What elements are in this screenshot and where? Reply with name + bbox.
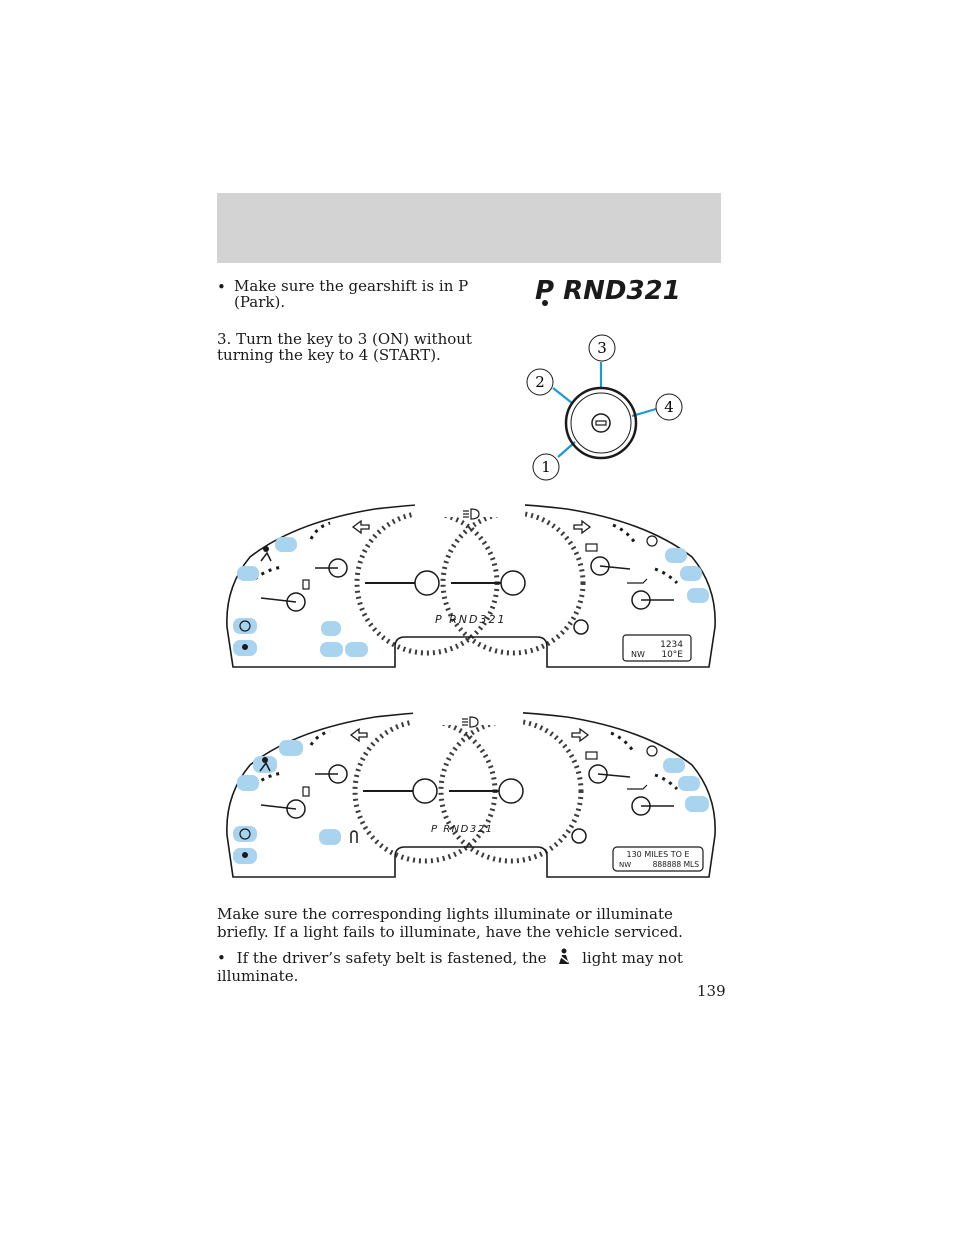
overdrive-off-icon (350, 830, 358, 843)
fuel-pump-icon (302, 786, 310, 797)
key-slot-icon (591, 413, 611, 433)
outside-temp: 10°E (661, 650, 683, 660)
right-turn-arrow-icon (573, 519, 592, 535)
gear-indicator-text: P RND321 (535, 276, 681, 306)
right-turn-arrow-icon (571, 727, 590, 743)
compass-direction: NW (631, 650, 645, 659)
indicator-light (680, 566, 702, 581)
indicator-light (663, 758, 685, 773)
battery-gauge (588, 731, 635, 784)
indicator-light (279, 740, 303, 756)
indicator-light (321, 621, 341, 636)
ignition-position-3: 3 (597, 339, 607, 357)
indicator-light (233, 618, 257, 634)
odometer-readout: 1234 (660, 640, 683, 650)
ignition-position-2: 2 (535, 373, 545, 391)
bullet-symbol: • (217, 278, 226, 296)
instruction-paragraph: Make sure the corresponding lights illum… (217, 905, 683, 941)
left-turn-arrow-icon (351, 519, 370, 535)
headlight-icon (462, 716, 479, 728)
indicator-light (345, 642, 368, 657)
indicator-light (233, 826, 257, 842)
message-center-display (612, 846, 704, 872)
seatbelt-icon (262, 757, 268, 763)
indicator-light (665, 548, 687, 563)
prnd-display: P RND321 (431, 824, 493, 835)
speed-control-icon (646, 535, 658, 547)
battery-icon (585, 543, 598, 552)
seatbelt-note-before: If the driver’s safety belt is fastened,… (236, 949, 547, 967)
step3-line1: 3. Turn the key to 3 (ON) without (217, 330, 472, 348)
indicator-light (237, 775, 259, 791)
indicator-light (237, 566, 259, 581)
ignition-inner-ring (570, 392, 632, 454)
gearshift-line1: Make sure the gearshift is in P (234, 277, 469, 295)
brake-warning-icon (239, 828, 251, 840)
seatbelt-icon (559, 948, 570, 964)
check-gauge-icon (571, 828, 587, 844)
gear-selected-dot (542, 300, 548, 306)
ignition-diagram: 1 2 3 4 (526, 334, 683, 481)
check-gauge-icon (573, 619, 589, 635)
instrument-cluster-bottom: P RND321 130 MILES TO E NW 888888 MLS (226, 705, 716, 878)
left-turn-arrow-icon (349, 727, 368, 743)
airbag-icon (242, 644, 248, 650)
tachometer (440, 510, 586, 656)
seatbelt-icon (263, 546, 269, 552)
brake-warning-icon (239, 620, 251, 632)
miles-to-empty-readout: 130 MILES TO E (627, 850, 690, 859)
indicator-light (685, 796, 709, 812)
battery-gauge (590, 523, 637, 576)
oil-can-icon (627, 578, 648, 584)
oil-can-icon (627, 784, 648, 790)
page-number: 139 (697, 982, 726, 1000)
indicator-light (319, 829, 341, 845)
ignition-outer-ring (564, 386, 638, 460)
seatbelt-note-after-text: light may not illuminate. (217, 949, 683, 985)
odometer-readout: 888888 MLS (653, 860, 700, 869)
gearshift-line2: (Park). (234, 293, 286, 311)
prnd-display: P RND321 (435, 613, 506, 626)
oil-pressure-gauge (631, 773, 679, 816)
headlight-icon (463, 508, 480, 520)
battery-icon (585, 751, 598, 760)
instrument-cluster-top: P RND321 1234 NW 10°E (226, 497, 716, 668)
temp-gauge (309, 521, 348, 578)
fuel-pump-icon (302, 579, 310, 590)
step3-line2: turning the key to 4 (START). (217, 346, 441, 364)
oil-pressure-gauge (631, 567, 679, 610)
ignition-position-4: 4 (664, 398, 674, 416)
compass-direction: NW (619, 861, 631, 869)
speed-control-icon (646, 745, 658, 757)
message-center-display (622, 634, 692, 662)
tachometer (438, 718, 584, 864)
temp-gauge (309, 729, 348, 784)
ignition-position-1: 1 (541, 458, 551, 476)
header-band (217, 193, 721, 263)
indicator-light (320, 642, 343, 657)
indicator-light (275, 537, 297, 552)
bullet-symbol: • (217, 949, 226, 967)
indicator-light (678, 776, 700, 791)
indicator-light (687, 588, 709, 603)
seatbelt-note: • If the driver’s safety belt is fastene… (217, 948, 727, 985)
airbag-icon (242, 852, 248, 858)
